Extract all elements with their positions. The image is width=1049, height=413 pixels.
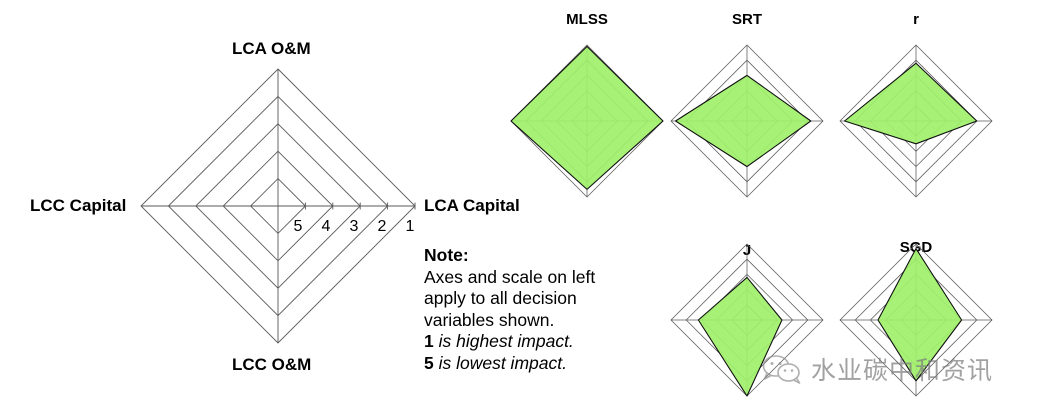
watermark-text: 水业碳中和资讯 bbox=[811, 356, 994, 385]
small-radar-sgd bbox=[839, 243, 993, 397]
main-axis-label-lca-om: LCA O&M bbox=[232, 39, 311, 58]
main-axis-label-lcc-om: LCC O&M bbox=[232, 355, 312, 374]
small-radar-mlss bbox=[510, 44, 664, 198]
note-text-lowest: is lowest impact. bbox=[433, 352, 567, 373]
main-axis-label-lcc-capital: LCC Capital bbox=[30, 196, 127, 215]
watermark: 水业碳中和资讯 bbox=[762, 351, 993, 387]
scale-label-5: 5 bbox=[293, 218, 303, 235]
scale-label-1: 1 bbox=[405, 218, 415, 235]
note-heading: Note: bbox=[424, 245, 469, 265]
note-line-2: apply to all decision bbox=[424, 288, 577, 309]
note-block: Note: Axes and scale on left apply to al… bbox=[424, 245, 639, 374]
small-chart-title-srt: SRT bbox=[732, 11, 762, 28]
scale-label-3: 3 bbox=[349, 218, 359, 235]
note-line-1: Axes and scale on left bbox=[424, 266, 596, 287]
main-reference-radar-grid bbox=[140, 68, 416, 344]
note-line-3: variables shown. bbox=[424, 309, 555, 330]
note-line-5: 5 is lowest impact. bbox=[424, 353, 639, 375]
scale-label-2: 2 bbox=[377, 218, 387, 235]
wechat-icon bbox=[762, 355, 801, 384]
main-axis-label-lca-capital: LCA Capital bbox=[424, 196, 520, 215]
note-value-highest: 1 bbox=[424, 331, 434, 352]
small-chart-title-r: r bbox=[913, 11, 919, 28]
note-text-highest: is highest impact. bbox=[433, 331, 574, 352]
note-value-lowest: 5 bbox=[424, 352, 434, 373]
small-radar-r bbox=[839, 44, 993, 198]
small-chart-title-mlss: MLSS bbox=[566, 11, 608, 28]
small-radar-srt bbox=[670, 44, 824, 198]
small-radar-j bbox=[670, 243, 824, 397]
scale-label-4: 4 bbox=[321, 218, 331, 235]
note-line-4: 1 is highest impact. bbox=[424, 331, 639, 353]
